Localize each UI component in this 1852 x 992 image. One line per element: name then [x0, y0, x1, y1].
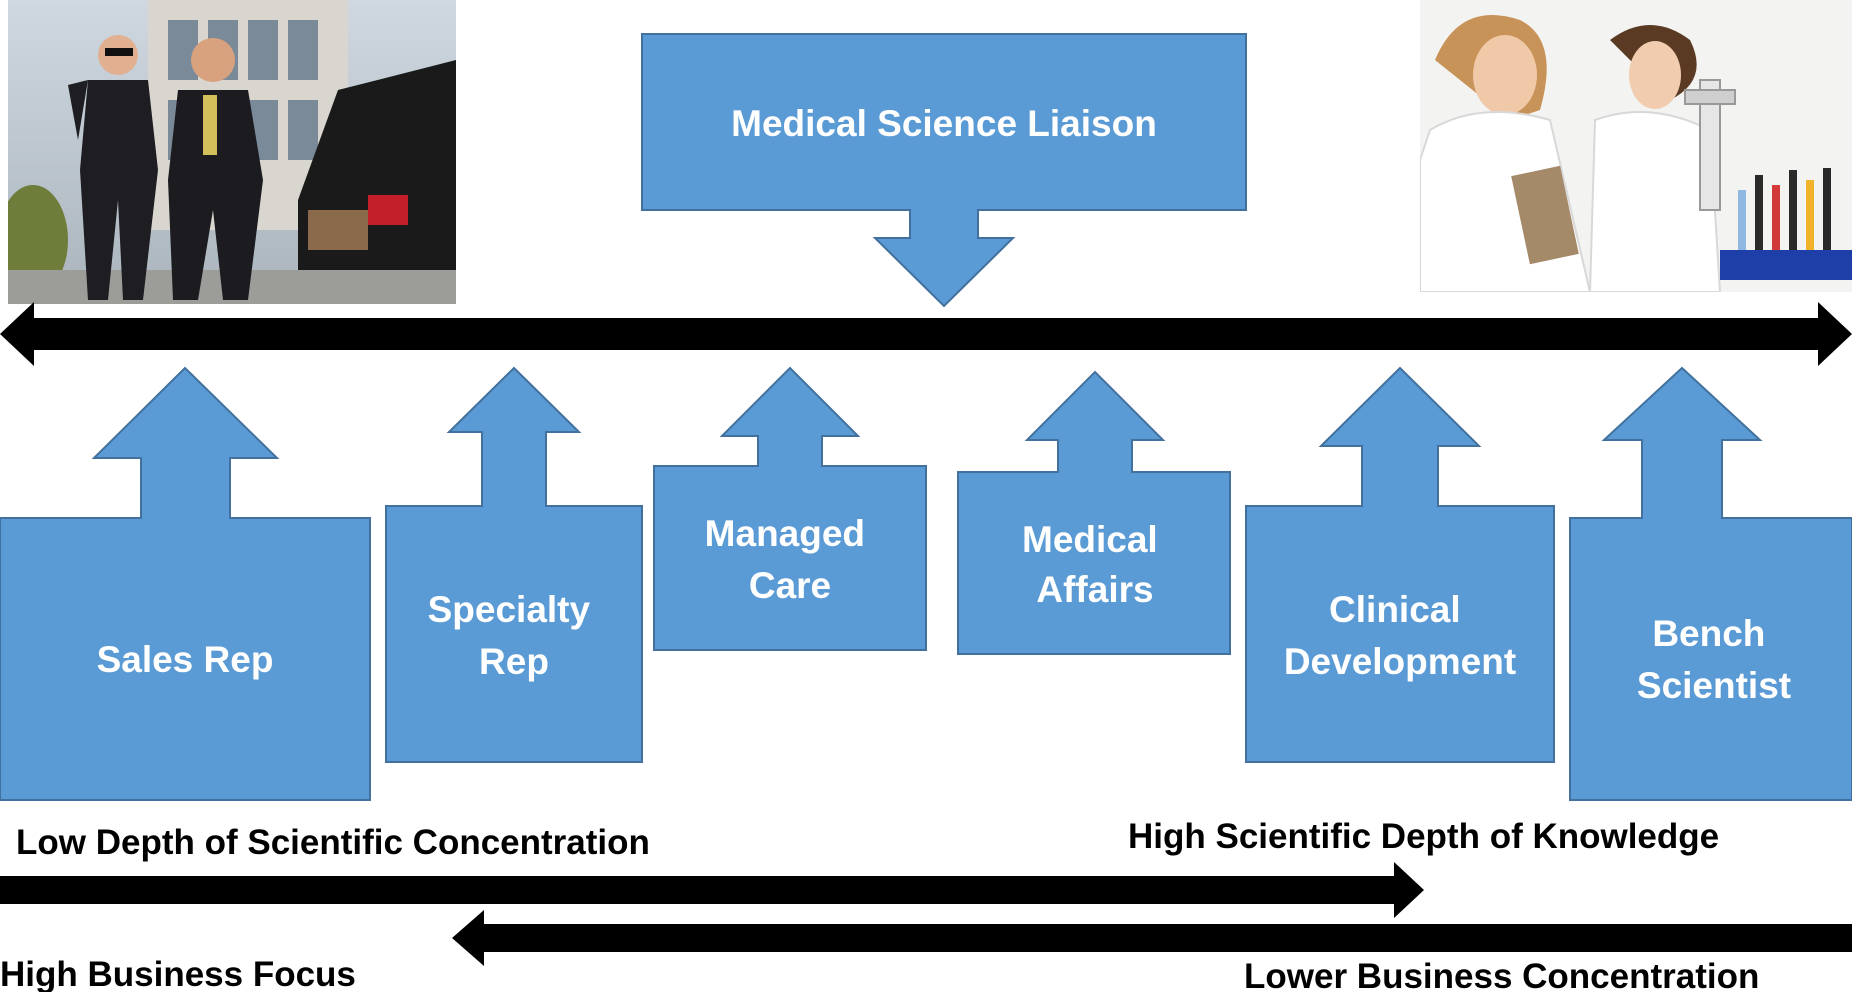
scientific-depth-arrow	[0, 862, 1424, 918]
role-label-clinical-development: Clinical Development	[1284, 589, 1516, 682]
top-role-shape	[641, 33, 1247, 308]
role-callout-medical-affairs: Medical Affairs	[957, 370, 1231, 655]
lower-business-label: Lower Business Concentration	[1244, 957, 1759, 992]
role-shape-managed-care	[653, 366, 927, 651]
role-shape-medical-affairs	[957, 370, 1231, 655]
top-role-label: Medical Science Liaison	[731, 103, 1157, 144]
role-label-bench-scientist: Bench Scientist	[1637, 613, 1791, 706]
role-callout-managed-care: Managed Care	[653, 366, 927, 651]
role-shape-sales-rep	[0, 366, 371, 801]
role-shape-bench-scientist	[1569, 366, 1852, 801]
high-depth-label: High Scientific Depth of Knowledge	[1128, 817, 1719, 856]
high-business-label: High Business Focus	[0, 955, 356, 992]
top-role-callout: Medical Science Liaison	[641, 33, 1247, 308]
scientists-photo	[1420, 0, 1852, 292]
role-callout-bench-scientist: Bench Scientist	[1569, 366, 1852, 801]
role-callout-sales-rep: Sales Rep	[0, 366, 371, 801]
role-shape-specialty-rep	[385, 366, 643, 763]
role-callout-specialty-rep: Specialty Rep	[385, 366, 643, 763]
role-label-specialty-rep: Specialty Rep	[428, 589, 601, 682]
low-depth-label: Low Depth of Scientific Concentration	[16, 823, 650, 862]
business-focus-arrow	[452, 910, 1852, 966]
role-label-sales-rep: Sales Rep	[97, 639, 274, 680]
main-spectrum-arrow	[0, 302, 1852, 366]
role-callout-clinical-development: Clinical Development	[1245, 366, 1555, 763]
role-shape-clinical-development	[1245, 366, 1555, 763]
salesmen-photo	[8, 0, 456, 304]
role-label-managed-care: Managed Care	[705, 513, 876, 606]
role-label-medical-affairs: Medical Affairs	[1022, 519, 1168, 610]
